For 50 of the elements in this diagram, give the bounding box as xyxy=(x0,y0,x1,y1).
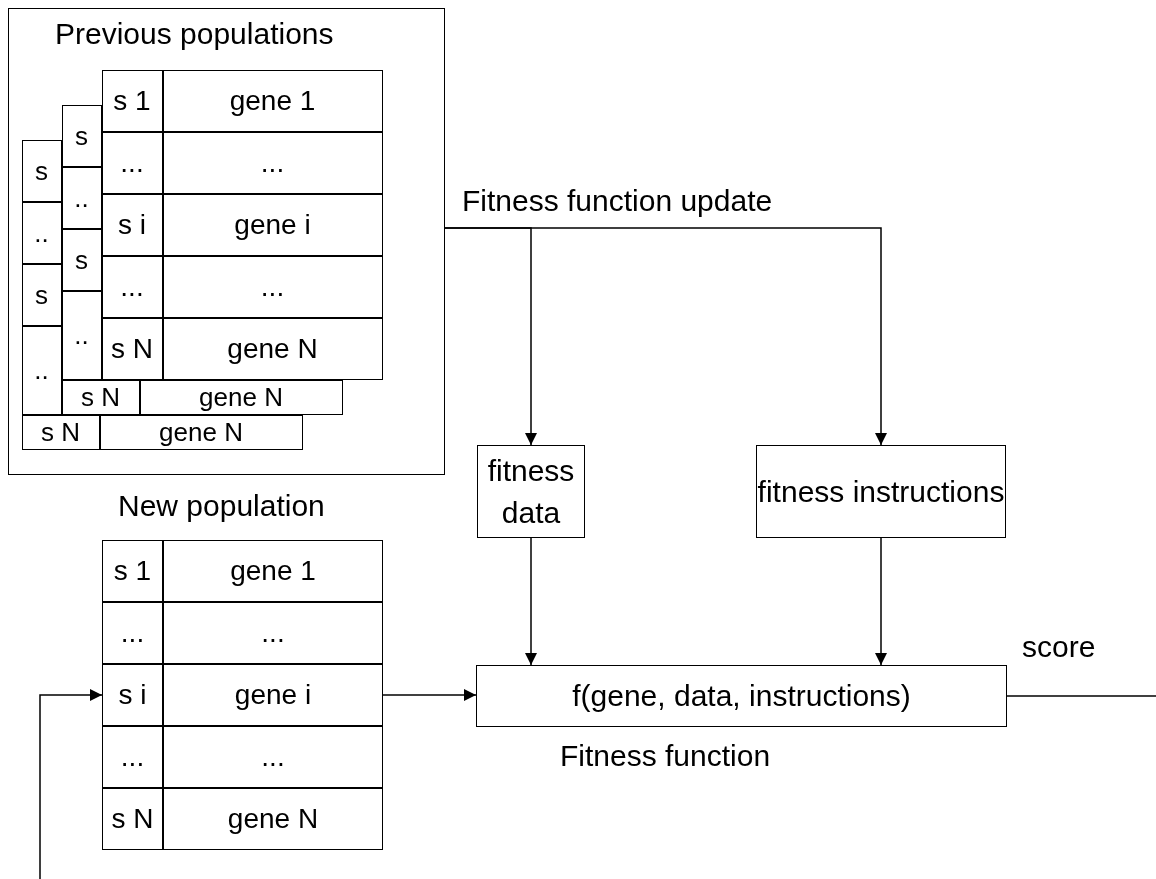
table-cell: s N xyxy=(21,414,100,450)
table-cell: ... xyxy=(163,726,383,788)
table-cell: .. xyxy=(61,166,102,229)
table-cell: s xyxy=(21,263,62,326)
arrow xyxy=(875,537,887,666)
line xyxy=(1006,695,1156,697)
table-cell: ... xyxy=(163,602,383,664)
table-cell: .. xyxy=(61,290,102,380)
frame-heading: Previous populations xyxy=(55,17,334,52)
arrow xyxy=(525,537,537,666)
table-cell: gene N xyxy=(162,317,383,380)
edge-label: Fitness function update xyxy=(462,184,773,219)
table-cell: gene i xyxy=(162,193,383,256)
table-cell: s xyxy=(61,228,102,291)
process-box xyxy=(756,445,1006,538)
table-cell: s i xyxy=(101,193,163,256)
arrow xyxy=(444,227,887,446)
table-cell: s N xyxy=(102,788,163,850)
table-cell: s N xyxy=(101,317,163,380)
table-cell: .. xyxy=(21,201,62,264)
table-cell: s xyxy=(21,139,62,202)
table-cell: ... xyxy=(162,255,383,318)
process-box xyxy=(476,665,1007,727)
process-box xyxy=(477,445,585,538)
table-cell: s i xyxy=(102,664,163,726)
box-caption: Fitness function xyxy=(560,739,771,774)
table-heading: New population xyxy=(118,489,325,524)
table-cell: ... xyxy=(101,255,163,318)
table-cell: gene N xyxy=(99,414,303,450)
edge-label: score xyxy=(1022,630,1096,665)
frame xyxy=(8,8,445,475)
table-cell: ... xyxy=(102,602,163,664)
arrow xyxy=(382,689,477,701)
table-cell: s 1 xyxy=(102,540,163,602)
table-cell: gene N xyxy=(163,788,383,850)
arrow xyxy=(39,689,103,879)
table-cell: gene 1 xyxy=(162,69,383,132)
table-cell: gene N xyxy=(139,379,343,415)
table-cell: ... xyxy=(101,131,163,194)
table-cell: s xyxy=(61,104,102,167)
table-cell: s 1 xyxy=(101,69,163,132)
table-cell: ... xyxy=(162,131,383,194)
box-text: fitness data xyxy=(486,452,576,531)
box-text: fitness instructions xyxy=(757,473,1005,510)
table-cell: gene 1 xyxy=(163,540,383,602)
table-cell: ... xyxy=(102,726,163,788)
box-text: f(gene, data, instructions) xyxy=(572,678,911,714)
table-cell: gene i xyxy=(163,664,383,726)
table-cell: .. xyxy=(21,325,62,415)
table-cell: s N xyxy=(61,379,140,415)
